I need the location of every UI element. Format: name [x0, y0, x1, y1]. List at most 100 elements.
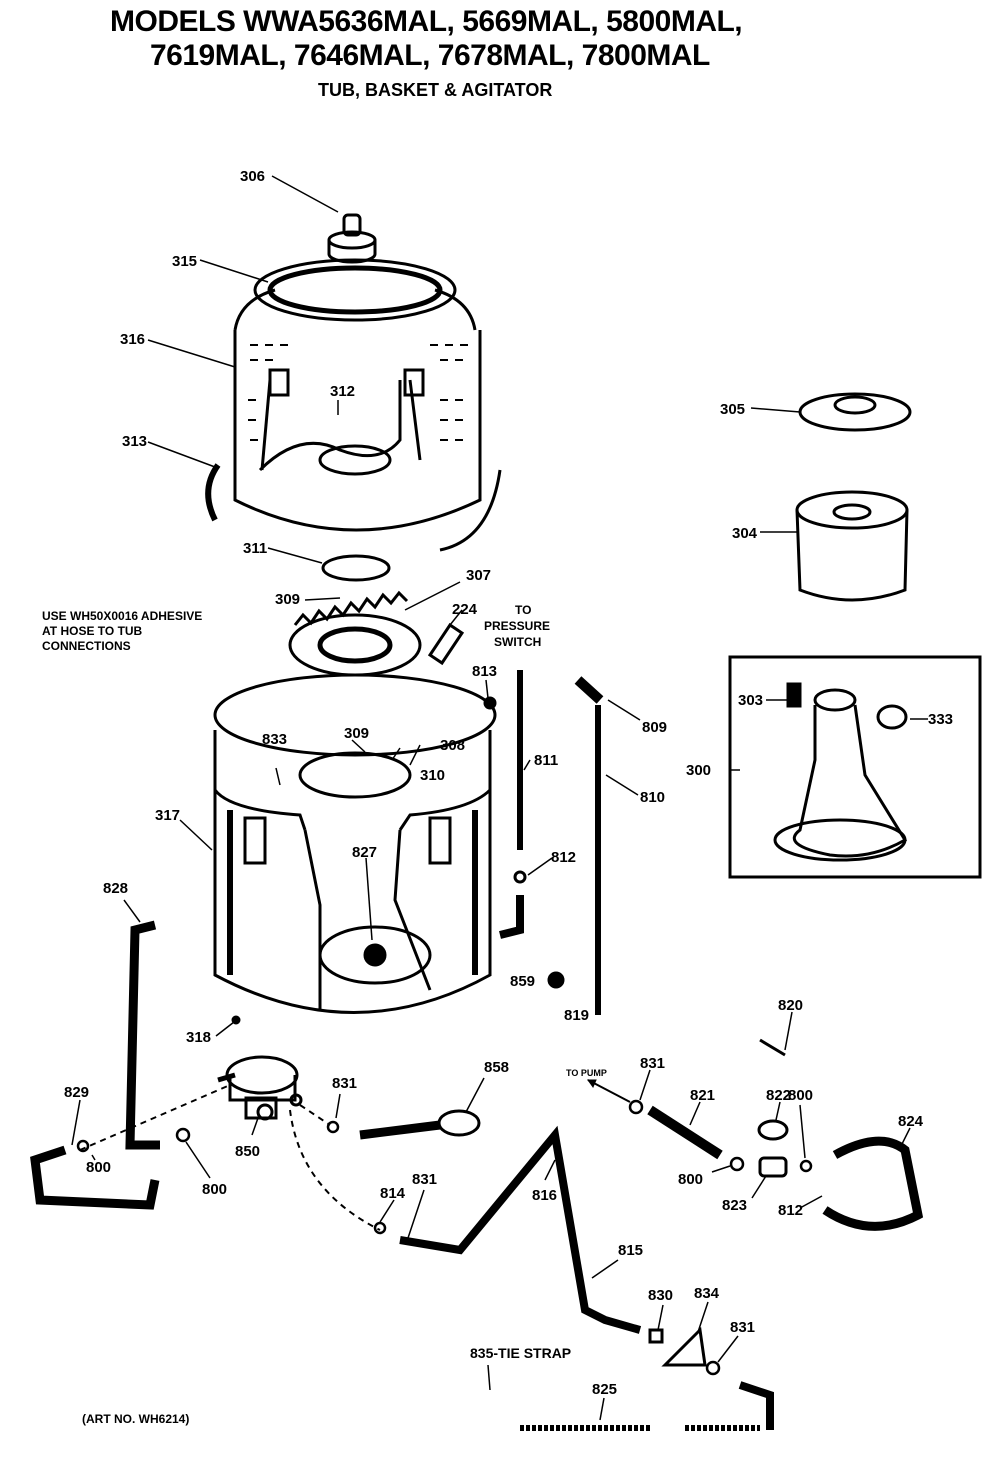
- part-label-859: 859: [510, 973, 535, 990]
- arrow-head: [587, 1079, 597, 1089]
- pump-drawing: [217, 1055, 303, 1121]
- part-labels: 306 315 316 312 313 311 309 307 305 304 …: [64, 168, 953, 1398]
- tube-815-drawing: [399, 1125, 642, 1334]
- hub-drawing: [288, 590, 422, 677]
- part-label-814: 814: [380, 1185, 406, 1202]
- part-label-811: 811: [534, 752, 558, 769]
- to-pump-arrow: [587, 1079, 631, 1103]
- part-label-300: 300: [686, 762, 711, 779]
- part-label-833: 833: [262, 731, 287, 748]
- part-label-828: 828: [103, 880, 128, 897]
- part-label-304: 304: [732, 525, 758, 542]
- part-label-815: 815: [618, 1242, 643, 1259]
- part-label-850: 850: [235, 1143, 260, 1160]
- part-813-drawing: [483, 696, 497, 710]
- part-label-830: 830: [648, 1287, 673, 1304]
- part-label-315: 315: [172, 253, 197, 270]
- part-label-824: 824: [898, 1113, 924, 1130]
- basket-drawing: [233, 258, 482, 532]
- part-label-307: 307: [466, 567, 491, 584]
- hose-828-drawing: [125, 920, 160, 1150]
- part-label-313: 313: [122, 433, 147, 450]
- adhesive-note-line-1: USE WH50X0016 ADHESIVE: [42, 609, 202, 623]
- notes: USE WH50X0016 ADHESIVE AT HOSE TO TUB CO…: [42, 603, 607, 1361]
- ring-311-drawing: [321, 554, 391, 582]
- part-label-333: 333: [928, 711, 953, 728]
- part-224-drawing: [427, 622, 465, 666]
- part-label-309-tub: 309: [344, 725, 369, 742]
- adhesive-note-line-3: CONNECTIONS: [42, 639, 131, 653]
- basket-ring-drawing: [439, 469, 502, 552]
- part-label-317: 317: [155, 807, 180, 824]
- part-label-858: 858: [484, 1059, 509, 1076]
- part-label-812: 812: [551, 849, 576, 866]
- part-label-831-pump: 831: [640, 1055, 665, 1072]
- page-title-line-1: MODELS WWA5636MAL, 5669MAL, 5800MAL,: [110, 5, 743, 38]
- pressure-note-line-2: PRESSURE: [484, 619, 550, 633]
- part-label-800-top: 800: [788, 1087, 813, 1104]
- part-label-819: 819: [564, 1007, 589, 1024]
- part-label-318: 318: [186, 1029, 211, 1046]
- part-830-drawing: [648, 1328, 664, 1344]
- hose-824-drawing: [822, 1136, 924, 1231]
- part-label-834: 834: [694, 1285, 720, 1302]
- part-label-305: 305: [720, 401, 745, 418]
- part-label-829: 829: [64, 1084, 89, 1101]
- part-label-813: 813: [472, 663, 497, 680]
- fitting-809-drawing: [574, 676, 604, 704]
- part-label-821: 821: [690, 1087, 715, 1104]
- tub-drawing: [213, 673, 497, 1014]
- assembly-lines: [79, 1084, 381, 1231]
- part-label-316: 316: [120, 331, 145, 348]
- page-title-line-2: 7619MAL, 7646MAL, 7678MAL, 7800MAL: [150, 39, 710, 72]
- hose-829-drawing: [30, 1145, 160, 1210]
- seal-308-drawing: [298, 751, 412, 799]
- adhesive-note-line-2: AT HOSE TO TUB: [42, 624, 143, 638]
- part-label-809: 809: [642, 719, 667, 736]
- part-label-800-left: 800: [86, 1159, 111, 1176]
- part-label-831-end: 831: [730, 1319, 755, 1336]
- part-834-drawing: [661, 1326, 707, 1367]
- hose-821-drawing: [647, 1105, 723, 1160]
- agitator-assembly-box: [728, 655, 982, 879]
- basket-perforations: [248, 344, 468, 441]
- part-label-224: 224: [452, 601, 478, 618]
- part-823-drawing: [758, 1156, 788, 1178]
- hose-clamps: [76, 1099, 813, 1376]
- leader-lines: [71, 175, 928, 1421]
- part-333-drawing: [876, 704, 908, 730]
- hose-end-drawing: [738, 1381, 774, 1430]
- agitator-cap-drawing: [327, 213, 377, 264]
- part-label-810: 810: [640, 789, 665, 806]
- part-label-310: 310: [420, 767, 445, 784]
- part-label-831-drain: 831: [412, 1171, 437, 1188]
- part-303-drawing: [786, 682, 802, 708]
- art-number: (ART NO. WH6214): [82, 1412, 190, 1426]
- part-label-816: 816: [532, 1187, 557, 1204]
- part-label-800-right: 800: [678, 1171, 703, 1188]
- to-pump-note: TO PUMP: [566, 1068, 607, 1078]
- pressure-note-line-3: SWITCH: [494, 635, 541, 649]
- part-819-drawing: [547, 971, 565, 989]
- part-label-312: 312: [330, 383, 355, 400]
- part-label-800-pump: 800: [202, 1181, 227, 1198]
- part-label-303: 303: [738, 692, 763, 709]
- part-label-308: 308: [440, 737, 465, 754]
- tie-strap-note: 835-TIE STRAP: [470, 1345, 571, 1361]
- part-label-825: 825: [592, 1381, 617, 1398]
- part-820-drawing: [759, 1038, 786, 1057]
- part-label-812-right: 812: [778, 1202, 803, 1219]
- part-label-309: 309: [275, 591, 300, 608]
- pressure-note-line-1: TO: [515, 603, 531, 617]
- part-822-drawing: [757, 1119, 789, 1141]
- part-858-drawing: [437, 1109, 481, 1137]
- ring-part-313-drawing: [205, 463, 221, 522]
- page-subtitle: TUB, BASKET & AGITATOR: [318, 80, 553, 100]
- part-label-822: 822: [766, 1087, 791, 1104]
- hose-858-drawing: [359, 1120, 441, 1140]
- agitator-base-drawing: [773, 688, 908, 862]
- part-label-823: 823: [722, 1197, 747, 1214]
- part-label-820: 820: [778, 997, 803, 1014]
- part-label-311: 311: [243, 540, 267, 557]
